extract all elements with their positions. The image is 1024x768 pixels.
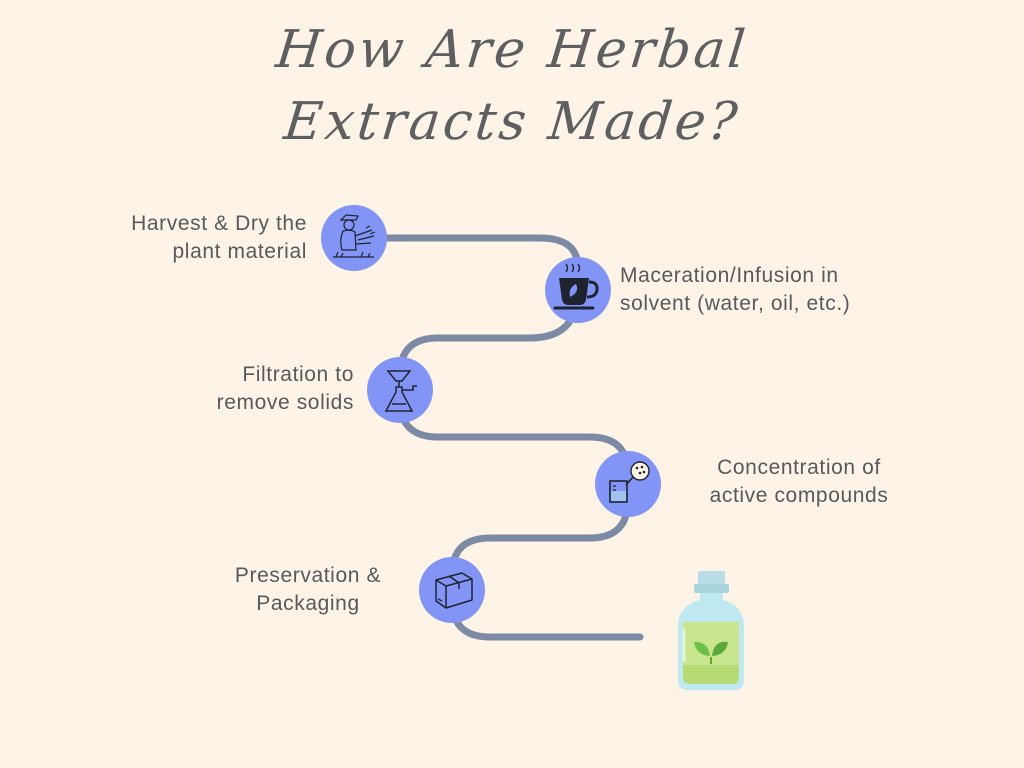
step-3-node (367, 357, 433, 423)
step-1-label-line-1: Harvest & Dry the (131, 212, 307, 235)
step-3-label: Filtration to remove solids (217, 361, 354, 417)
extract-bottle-icon (678, 571, 744, 690)
step-4-label-line-2: active compounds (709, 484, 889, 507)
step-2-label: Maceration/Infusion in solvent (water, o… (620, 262, 850, 318)
step-3-label-line-2: remove solids (216, 391, 354, 414)
step-2-node (545, 257, 611, 323)
step-5-label: Preservation & Packaging (208, 562, 408, 618)
step-5-node (419, 557, 485, 623)
step-4-label: Concentration of active compounds (686, 454, 912, 510)
step-1-label-line-2: plant material (172, 240, 307, 263)
step-5-label-line-1: Preservation & (234, 564, 382, 587)
step-2-label-line-2: solvent (water, oil, etc.) (620, 292, 851, 315)
step-1-label: Harvest & Dry the plant material (131, 210, 307, 266)
filter-flask-icon (384, 370, 417, 412)
step-2-label-line-1: Maceration/Infusion in (620, 264, 839, 287)
step-5-label-line-2: Packaging (256, 592, 360, 615)
farmer-harvest-icon (333, 214, 376, 258)
tea-cup-icon (553, 263, 599, 310)
step-3-label-line-1: Filtration to (242, 363, 354, 386)
step-4-label-line-1: Concentration of (717, 456, 881, 479)
step-1-node (321, 205, 387, 271)
step-4-node (595, 451, 661, 517)
beaker-dropper-icon (609, 461, 650, 503)
box-package-icon (435, 572, 473, 609)
